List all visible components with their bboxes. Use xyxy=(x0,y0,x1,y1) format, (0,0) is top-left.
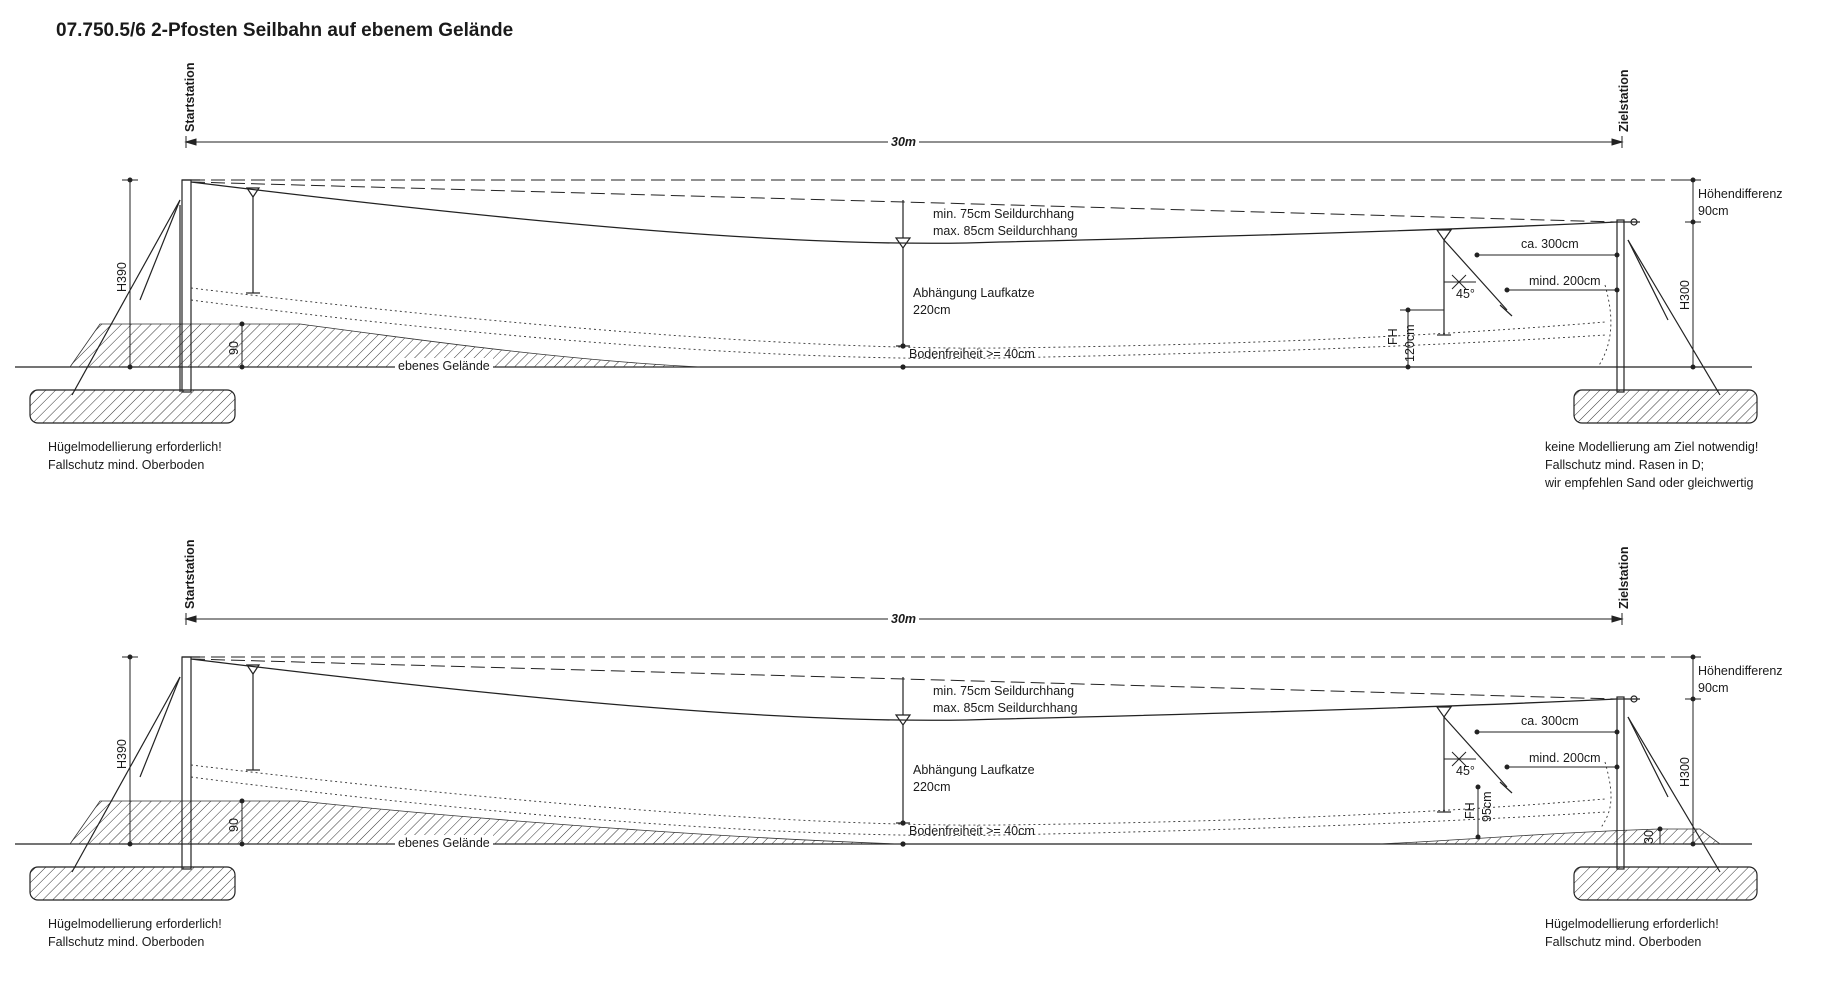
fh-dimension xyxy=(1400,307,1444,370)
note-start: Hügelmodellierung erforderlich! Fallschu… xyxy=(48,915,222,951)
goal-station-label: Zielstation xyxy=(1617,546,1631,609)
sag-max-label: max. 85cm Seildurchhang xyxy=(933,701,1078,715)
note-goal-line: Fallschutz mind. Oberboden xyxy=(1545,935,1702,949)
ca-300-label: ca. 300cm xyxy=(1518,236,1582,252)
goal-hill-label: 30 xyxy=(1642,830,1656,844)
note-goal: Hügelmodellierung erforderlich! Fallschu… xyxy=(1545,915,1719,951)
cable-curve xyxy=(190,658,1618,721)
goal-hill xyxy=(1379,828,1722,845)
trolley-path-lower xyxy=(190,299,1606,359)
goal-foundation xyxy=(1573,389,1758,424)
cable-curve xyxy=(190,181,1618,244)
angle-marker xyxy=(1444,751,1476,767)
goal-height-dimension xyxy=(1685,177,1701,370)
angle-label: 45° xyxy=(1456,287,1475,301)
span-label: 30m xyxy=(888,611,920,627)
trolley-goal xyxy=(1435,229,1513,336)
height-diff-label: Höhendifferenz xyxy=(1698,187,1783,201)
height-diff-label: Höhendifferenz xyxy=(1698,664,1783,678)
goal-station-label: Zielstation xyxy=(1617,69,1631,132)
note-start-line: Fallschutz mind. Oberboden xyxy=(48,458,205,472)
trolley-path-lower xyxy=(190,776,1606,836)
dim-ca-300 xyxy=(1474,252,1620,258)
sag-max-label: max. 85cm Seildurchhang xyxy=(933,224,1078,238)
goal-foundation xyxy=(1573,866,1758,901)
fh-value-label: 95cm xyxy=(1480,791,1494,822)
note-goal-line: keine Modellierung am Ziel notwendig! xyxy=(1545,440,1759,454)
trolley-start xyxy=(245,187,261,294)
note-start-line: Hügelmodellierung erforderlich! xyxy=(48,917,222,931)
trolley-mid xyxy=(894,677,912,847)
note-goal: keine Modellierung am Ziel notwendig! Fa… xyxy=(1545,438,1758,492)
note-start-line: Hügelmodellierung erforderlich! xyxy=(48,440,222,454)
start-height-label: H390 xyxy=(115,739,129,769)
clearance-label: Bodenfreiheit >= 40cm xyxy=(909,347,1035,361)
diagram-panel-flat-goal: Startstation Zielstation 30m H390 H300 9… xyxy=(0,0,1827,490)
start-station-label: Startstation xyxy=(183,62,197,132)
span-label: 30m xyxy=(888,134,920,150)
sag-min-label: min. 75cm Seildurchhang xyxy=(933,684,1075,698)
start-height-dimension xyxy=(122,177,138,370)
goal-swing-path xyxy=(1597,284,1612,368)
angle-marker xyxy=(1444,274,1476,290)
fh-label: FH xyxy=(1386,328,1400,345)
dim-ca-300 xyxy=(1474,729,1620,735)
cable-chord-line xyxy=(190,181,1618,223)
cable-car-drawing xyxy=(15,136,1758,424)
start-foundation xyxy=(29,389,236,424)
height-diff-value: 90cm xyxy=(1698,681,1729,695)
trolley-height-label: Abhängung Laufkatze xyxy=(913,763,1035,777)
fh-value-label: 120cm xyxy=(1403,324,1417,362)
ground-label: ebenes Gelände xyxy=(395,358,493,374)
start-height-dimension xyxy=(122,654,138,847)
dim-mind-200 xyxy=(1504,764,1620,770)
start-foundation xyxy=(29,866,236,901)
start-hill xyxy=(69,800,901,845)
dim-mind-200 xyxy=(1504,287,1620,293)
fh-dimension xyxy=(1475,784,1481,840)
min-200-label: mind. 200cm xyxy=(1526,750,1604,766)
clearance-label: Bodenfreiheit >= 40cm xyxy=(909,824,1035,838)
goal-post xyxy=(1616,218,1721,396)
trolley-path-upper xyxy=(190,764,1606,826)
sheet-title: 07.750.5/6 2-Pfosten Seilbahn auf ebenem… xyxy=(56,20,514,41)
note-goal-line: Fallschutz mind. Rasen in D; xyxy=(1545,458,1705,472)
ground-label: ebenes Gelände xyxy=(395,835,493,851)
trolley-height-value: 220cm xyxy=(913,303,951,317)
goal-post xyxy=(1616,695,1721,873)
note-goal-line: wir empfehlen Sand oder gleichwertig xyxy=(1545,476,1754,490)
start-station-label: Startstation xyxy=(183,539,197,609)
trolley-path-upper xyxy=(190,287,1606,349)
trolley-goal xyxy=(1435,706,1513,813)
goal-height-label: H300 xyxy=(1678,280,1692,310)
trolley-start xyxy=(245,664,261,771)
fh-label: FH xyxy=(1463,802,1477,819)
diagram-panel-goal-hill: Startstation Zielstation 30m H390 H300 9… xyxy=(0,477,1827,949)
goal-height-label: H300 xyxy=(1678,757,1692,787)
goal-hill-dimension xyxy=(1657,826,1663,844)
goal-swing-path xyxy=(1599,761,1612,830)
hill-height-dimension xyxy=(239,321,245,370)
hill-height-label: 90 xyxy=(227,341,241,355)
note-start: Hügelmodellierung erforderlich! Fallschu… xyxy=(48,438,222,474)
hill-height-dimension xyxy=(239,798,245,847)
ca-300-label: ca. 300cm xyxy=(1518,713,1582,729)
start-height-label: H390 xyxy=(115,262,129,292)
cable-car-drawing xyxy=(15,613,1758,901)
note-start-line: Fallschutz mind. Oberboden xyxy=(48,935,205,949)
min-200-label: mind. 200cm xyxy=(1526,273,1604,289)
note-goal-line: Hügelmodellierung erforderlich! xyxy=(1545,917,1719,931)
trolley-mid xyxy=(894,200,912,370)
hill-height-label: 90 xyxy=(227,818,241,832)
height-diff-value: 90cm xyxy=(1698,204,1729,218)
start-hill xyxy=(69,323,701,368)
trolley-height-label: Abhängung Laufkatze xyxy=(913,286,1035,300)
cable-chord-line xyxy=(190,658,1618,700)
sag-min-label: min. 75cm Seildurchhang xyxy=(933,207,1075,221)
angle-label: 45° xyxy=(1456,764,1475,778)
trolley-height-value: 220cm xyxy=(913,780,951,794)
